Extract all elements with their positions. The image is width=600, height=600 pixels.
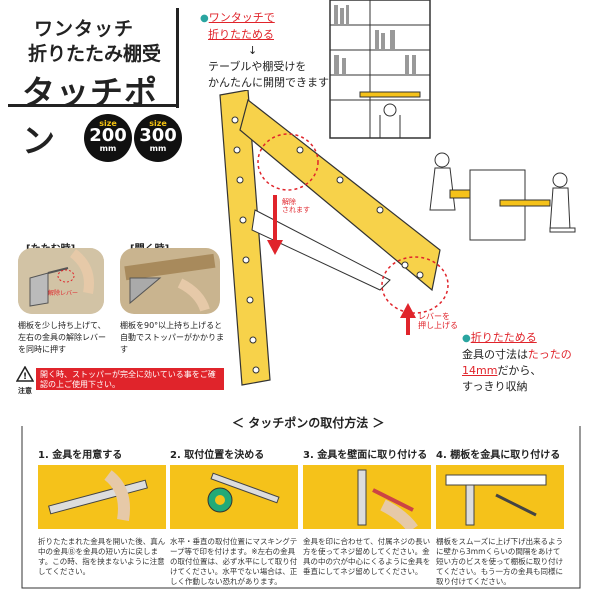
step-2-image — [170, 465, 298, 529]
feature1-text: ●ワンタッチで 折りたためる ↓ テーブルや棚受けを かんたんに開閉できます — [200, 11, 329, 89]
svg-text:!: ! — [23, 372, 27, 382]
step-2-text: 水平・垂直の取付位置にマスキングテープ等で印を付けます。※左右の金具の取付位置は… — [170, 537, 298, 586]
feature2-text: ●折りたためる 金具の寸法はたったの 14mmだから、 すっきり収納 — [462, 331, 572, 393]
open-panel-desc: 棚板を90°以上持ち上げると自動でストッパーがかかります — [120, 321, 224, 354]
fold-panel-image — [18, 248, 104, 314]
step-4-image — [436, 465, 564, 529]
step-3: 3. 金具を壁面に取り付ける 金具を印に合わせて、付属ネジの長い方を使ってネジ留… — [303, 446, 431, 577]
size-badge-200: size 200 mm — [84, 114, 132, 162]
step-1-text: 折りたたまれた金具を開いた後、真ん中の金具Ⓑを金具の短い方に戻します。この時、指… — [38, 537, 166, 576]
step-4-text: 棚板をスムーズに上げ下げ出来るように壁から3mmくらいの間隔をあけて短い方のビス… — [436, 537, 564, 586]
warning-block: ! 注意 — [14, 365, 36, 396]
size-badge-300: size 300 mm — [134, 114, 182, 162]
release-annotation: 解除 されます — [282, 198, 310, 214]
fold-panel-desc: 棚板を少し持ち上げて、左右の金具の解除レバーを同時に押す — [18, 321, 106, 354]
warning-text: 開く時、ストッパーが完全に効いている事をご確認の上ご使用下さい。 — [36, 368, 224, 390]
title-border-bottom — [8, 104, 179, 107]
step-1-title: 1. 金具を用意する — [38, 450, 123, 461]
warning-icon: ! — [15, 365, 35, 382]
release-lever-label: 解除レバー — [48, 290, 79, 297]
howto-title: ＜ タッチポンの取付方法 ＞ — [226, 414, 391, 431]
step-3-image — [303, 465, 431, 533]
step-3-text: 金具を印に合わせて、付属ネジの長い方を使ってネジ留めしてください。金具の中の穴が… — [303, 537, 431, 576]
bookshelf-illustration — [329, 0, 431, 139]
title-line2: 折りたたみ棚受 — [28, 43, 162, 65]
title-block: ワンタッチ 折りたたみ棚受 タッチポン — [8, 6, 184, 160]
open-panel-image — [120, 248, 220, 314]
step-2: 2. 取付位置を決める 水平・垂直の取付位置にマスキングテープ等で印を付けます。… — [170, 446, 298, 587]
step-4-title: 4. 棚板を金具に取り付ける — [436, 450, 561, 461]
desk-illustration — [429, 152, 576, 241]
step-1-image — [38, 465, 166, 529]
lever-annotation: レバーを 押し上げる — [418, 312, 458, 330]
bracket-illustration — [219, 90, 449, 386]
howto-section — [18, 418, 584, 594]
title-border-right — [176, 8, 179, 108]
step-1: 1. 金具を用意する 折りたたまれた金具を開いた後、真ん中の金具Ⓑを金具の短い方… — [38, 446, 166, 577]
step-2-title: 2. 取付位置を決める — [170, 450, 265, 461]
warning-icon-label: 注意 — [18, 387, 32, 395]
step-3-title: 3. 金具を壁面に取り付ける — [303, 450, 428, 461]
title-line1: ワンタッチ — [34, 18, 135, 40]
step-4: 4. 棚板を金具に取り付ける 棚板をスムーズに上げ下げ出来るように壁から3mmく… — [436, 446, 564, 587]
